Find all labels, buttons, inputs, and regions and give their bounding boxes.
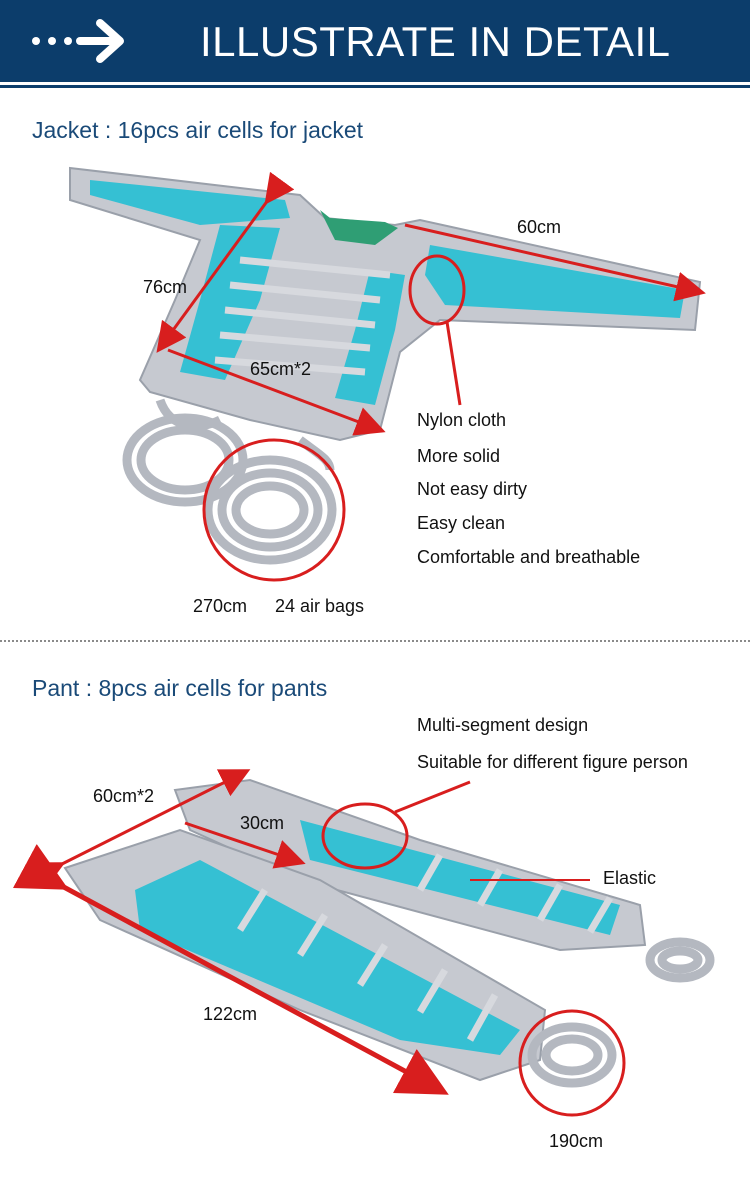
segment-callout-circle <box>321 802 409 870</box>
nylon-callout-circle <box>408 254 466 326</box>
pant-section-title: Pant : 8pcs air cells for pants <box>32 675 328 701</box>
jacket-section-title: Jacket : 16pcs air cells for jacket <box>32 117 364 143</box>
pant-hose-length-label: 190cm <box>549 1131 604 1151</box>
jacket-air-bags-label: 24 air bags <box>275 596 365 616</box>
pant-length-label: 122cm <box>203 1004 258 1024</box>
section-divider <box>0 640 750 642</box>
jacket-illustration <box>69 166 706 582</box>
header-banner: ILLUSTRATE IN DETAIL <box>0 0 750 82</box>
header-rule <box>0 85 750 88</box>
arrow-right-dots-icon <box>32 19 124 63</box>
jacket-length-label: 76cm <box>143 277 188 297</box>
jacket-hose-length-label: 270cm <box>193 596 248 616</box>
jacket-feature-item: Easy clean <box>417 513 506 533</box>
pant-garment <box>63 778 647 1082</box>
page-title: ILLUSTRATE IN DETAIL <box>200 18 671 65</box>
jacket-feature-item: Nylon cloth <box>417 410 507 430</box>
jacket-sleeve-label: 60cm <box>517 217 562 237</box>
pant-feature-item: Multi-segment design <box>417 715 589 735</box>
jacket-feature-item: More solid <box>417 446 501 466</box>
pant-feature-item: Suitable for different figure person <box>417 752 688 772</box>
pant-elastic-label: Elastic <box>603 868 657 888</box>
jacket-feature-item: Comfortable and breathable <box>417 547 641 567</box>
pant-width-label: 60cm*2 <box>93 786 155 806</box>
pant-hose-callout-circle <box>518 1009 626 1117</box>
jacket-feature-item: Not easy dirty <box>417 479 528 499</box>
pant-leg-width-label: 30cm <box>240 813 285 833</box>
jacket-width-label: 65cm*2 <box>250 359 312 379</box>
pant-hoses <box>527 937 715 1088</box>
hose-callout-circle <box>202 438 346 582</box>
